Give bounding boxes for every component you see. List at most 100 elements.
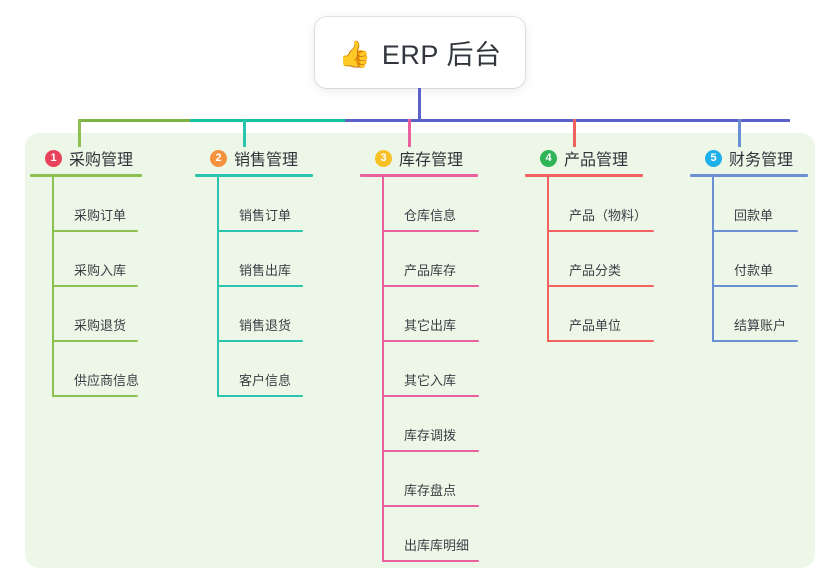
branch-item[interactable]: 销售出库 bbox=[217, 232, 340, 287]
branch-header-rule bbox=[690, 174, 808, 177]
branch-item-list: 回款单付款单结算账户 bbox=[712, 177, 835, 342]
branch-item[interactable]: 仓库信息 bbox=[382, 177, 510, 232]
branch-item-label: 产品库存 bbox=[404, 263, 457, 278]
branch-spine bbox=[382, 177, 384, 562]
branch-item-label: 产品（物料） bbox=[569, 208, 648, 223]
branch-item[interactable]: 产品单位 bbox=[547, 287, 675, 342]
branch-item-label: 销售订单 bbox=[239, 208, 292, 223]
connector-segment-green bbox=[78, 119, 190, 122]
connector-drop-finance bbox=[738, 119, 741, 147]
branch-header-rule bbox=[525, 174, 643, 177]
branch-title: 销售管理 bbox=[234, 152, 299, 169]
branch-item-label: 销售退货 bbox=[239, 318, 292, 333]
branch-item-label: 库存调拨 bbox=[404, 428, 457, 443]
branch-header-rule bbox=[360, 174, 478, 177]
branch-item-rule bbox=[712, 230, 798, 232]
branch-item[interactable]: 结算账户 bbox=[712, 287, 835, 342]
branch-item-rule bbox=[712, 340, 798, 342]
connector-drop-sales bbox=[243, 119, 246, 147]
branch-item[interactable]: 产品分类 bbox=[547, 232, 675, 287]
branch-item-rule bbox=[52, 395, 138, 397]
branch-item[interactable]: 付款单 bbox=[712, 232, 835, 287]
branch-item[interactable]: 采购入库 bbox=[52, 232, 175, 287]
branch-item-label: 客户信息 bbox=[239, 373, 292, 388]
branch-spine bbox=[52, 177, 54, 397]
branch-index-badge: 1 bbox=[45, 149, 62, 167]
branch-item[interactable]: 采购订单 bbox=[52, 177, 175, 232]
branch-index-badge: 3 bbox=[375, 149, 392, 167]
branch-item[interactable]: 产品库存 bbox=[382, 232, 510, 287]
branch-item[interactable]: 产品（物料） bbox=[547, 177, 675, 232]
branch-index-badge: 4 bbox=[540, 149, 557, 167]
branch-item[interactable]: 其它出库 bbox=[382, 287, 510, 342]
branch-item-list: 采购订单采购入库采购退货供应商信息 bbox=[52, 177, 175, 397]
branch-item-label: 销售出库 bbox=[239, 263, 292, 278]
branch-item-rule bbox=[547, 285, 654, 287]
branch-item-rule bbox=[547, 340, 654, 342]
branch-item[interactable]: 库存调拨 bbox=[382, 397, 510, 452]
root-node[interactable]: 👍 ERP 后台 bbox=[315, 17, 525, 88]
branch-item-rule bbox=[712, 285, 798, 287]
branch-item-label: 其它入库 bbox=[404, 373, 457, 388]
branch-item-label: 出库库明细 bbox=[404, 538, 470, 553]
branch-item[interactable]: 销售退货 bbox=[217, 287, 340, 342]
branch-item-label: 采购入库 bbox=[74, 263, 127, 278]
branch-header-rule bbox=[195, 174, 313, 177]
branch-column-finance: 5 财务管理回款单付款单结算账户 bbox=[690, 147, 835, 342]
branch-item[interactable]: 回款单 bbox=[712, 177, 835, 232]
connector-segment-blue bbox=[345, 119, 790, 122]
branch-item-rule bbox=[217, 340, 303, 342]
thumbs-up-icon: 👍 bbox=[338, 38, 371, 69]
branches-panel bbox=[25, 133, 815, 568]
branch-item-rule bbox=[217, 395, 303, 397]
connector-drop-product bbox=[573, 119, 576, 147]
branch-item[interactable]: 库存盘点 bbox=[382, 452, 510, 507]
branch-spine bbox=[712, 177, 714, 342]
branch-item-rule bbox=[382, 450, 479, 452]
connector-drop-purchase bbox=[78, 119, 81, 147]
branch-item[interactable]: 销售订单 bbox=[217, 177, 340, 232]
branch-item[interactable]: 供应商信息 bbox=[52, 342, 175, 397]
branch-header-finance[interactable]: 5 财务管理 bbox=[690, 147, 835, 169]
branch-index-badge: 5 bbox=[705, 149, 722, 167]
branch-item-label: 其它出库 bbox=[404, 318, 457, 333]
branch-title: 采购管理 bbox=[69, 152, 134, 169]
branch-item[interactable]: 出库库明细 bbox=[382, 507, 510, 562]
branch-item-rule bbox=[382, 395, 479, 397]
branch-item[interactable]: 其它入库 bbox=[382, 342, 510, 397]
branch-item-label: 采购订单 bbox=[74, 208, 127, 223]
branch-header-sales[interactable]: 2 销售管理 bbox=[195, 147, 340, 169]
branch-item-rule bbox=[52, 285, 138, 287]
branch-item-rule bbox=[52, 230, 138, 232]
branch-item-rule bbox=[382, 340, 479, 342]
branch-item-rule bbox=[217, 285, 303, 287]
branch-item-rule bbox=[382, 560, 479, 562]
branch-title: 财务管理 bbox=[729, 152, 794, 169]
branch-item-rule bbox=[382, 230, 479, 232]
branch-item-label: 结算账户 bbox=[734, 318, 787, 333]
branch-item-rule bbox=[382, 505, 479, 507]
branch-spine bbox=[217, 177, 219, 397]
branch-item-rule bbox=[217, 230, 303, 232]
branch-item-list: 产品（物料） 产品分类产品单位 bbox=[547, 177, 675, 342]
branch-item-label: 供应商信息 bbox=[74, 373, 140, 388]
branch-column-purchase: 1 采购管理采购订单采购入库采购退货供应商信息 bbox=[30, 147, 175, 397]
connector-drop-inventory bbox=[408, 119, 411, 147]
branch-item-list: 仓库信息产品库存其它出库其它入库库存调拨库存盘点出库库明细 bbox=[382, 177, 510, 562]
branch-item-label: 采购退货 bbox=[74, 318, 127, 333]
branch-spine bbox=[547, 177, 549, 342]
branch-item-list: 销售订单销售出库销售退货客户信息 bbox=[217, 177, 340, 397]
branch-item[interactable]: 采购退货 bbox=[52, 287, 175, 342]
branch-item-label: 仓库信息 bbox=[404, 208, 457, 223]
branch-index-badge: 2 bbox=[210, 149, 227, 167]
branch-item-label: 付款单 bbox=[734, 263, 774, 278]
branch-item[interactable]: 客户信息 bbox=[217, 342, 340, 397]
branch-item-rule bbox=[52, 340, 138, 342]
branch-header-purchase[interactable]: 1 采购管理 bbox=[30, 147, 175, 169]
branch-item-rule bbox=[547, 230, 654, 232]
branch-item-rule bbox=[382, 285, 479, 287]
